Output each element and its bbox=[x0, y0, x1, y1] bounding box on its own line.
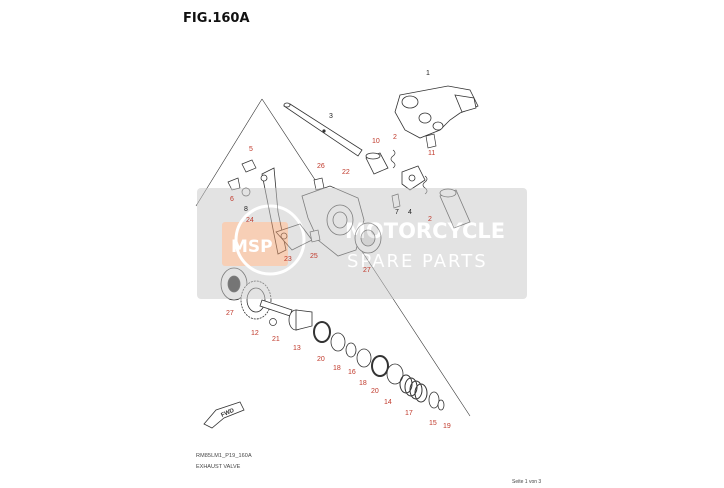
part-coil-spring bbox=[399, 374, 428, 403]
callout-14: 14 bbox=[384, 399, 392, 406]
callout-19: 19 bbox=[443, 423, 451, 430]
callout-21: 21 bbox=[272, 336, 280, 343]
drawing-code: RM85LM1_P19_160A bbox=[196, 453, 252, 459]
callout-3: 3 bbox=[329, 113, 333, 120]
callout-26: 26 bbox=[317, 163, 325, 170]
callout-6: 6 bbox=[230, 196, 234, 203]
callout-7: 7 bbox=[395, 209, 399, 216]
callout-2: 2 bbox=[393, 134, 397, 141]
callout-18: 18 bbox=[333, 365, 341, 372]
part-end-pieces bbox=[428, 391, 445, 411]
callout-2: 2 bbox=[428, 216, 432, 223]
callout-20: 20 bbox=[371, 388, 379, 395]
callout-5: 5 bbox=[249, 146, 253, 153]
callout-15: 15 bbox=[429, 420, 437, 427]
part-sleeve bbox=[365, 152, 389, 175]
figure-title: FIG.160A bbox=[183, 11, 250, 26]
fwd-label: FWD bbox=[220, 408, 236, 419]
watermark-line2: SPARE PARTS bbox=[347, 251, 488, 272]
callout-13: 13 bbox=[293, 345, 301, 352]
part-shaft bbox=[283, 102, 363, 157]
callout-25: 25 bbox=[310, 253, 318, 260]
part-cap bbox=[288, 309, 313, 331]
watermark-badge: MSP bbox=[231, 237, 273, 257]
callout-12: 12 bbox=[251, 330, 259, 337]
watermark-line1: MOTORCYCLE bbox=[345, 219, 505, 243]
callout-20: 20 bbox=[317, 356, 325, 363]
part-ball bbox=[269, 318, 277, 326]
callout-16: 16 bbox=[348, 369, 356, 376]
callout-labels: 1223456781011121314151617181819202021222… bbox=[226, 70, 451, 430]
watermark: MSP MOTORCYCLE SPARE PARTS bbox=[197, 188, 527, 299]
callout-22: 22 bbox=[342, 169, 350, 176]
callout-10: 10 bbox=[372, 138, 380, 145]
callout-4: 4 bbox=[408, 209, 412, 216]
callout-18: 18 bbox=[359, 380, 367, 387]
page-indicator: Seite 1 von 3 bbox=[512, 479, 542, 485]
callout-1: 1 bbox=[426, 70, 430, 77]
callout-11: 11 bbox=[428, 150, 435, 157]
callout-27: 27 bbox=[363, 267, 371, 274]
part-cover-housing bbox=[394, 85, 479, 139]
callout-27: 27 bbox=[226, 310, 234, 317]
part-lever bbox=[401, 165, 426, 191]
callout-24: 24 bbox=[246, 217, 254, 224]
part-washers bbox=[313, 321, 404, 385]
callout-8: 8 bbox=[244, 206, 248, 213]
callout-17: 17 bbox=[405, 410, 413, 417]
fwd-arrow-icon: FWD bbox=[203, 401, 245, 429]
callout-23: 23 bbox=[284, 256, 292, 263]
drawing-caption: EXHAUST VALVE bbox=[196, 464, 241, 470]
